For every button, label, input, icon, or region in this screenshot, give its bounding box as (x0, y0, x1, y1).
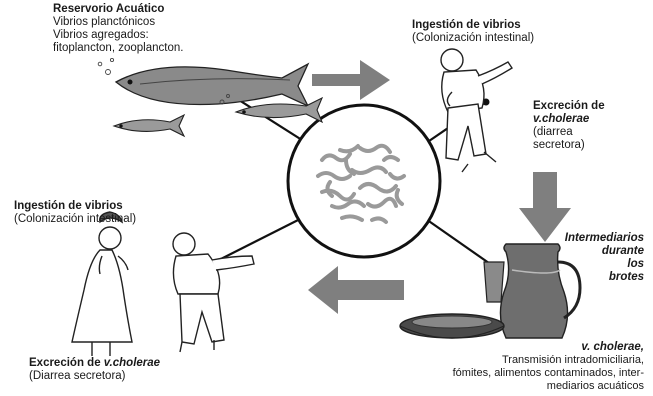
sick-woman-icon (71, 211, 133, 356)
excretion-left-title: Excreción de v.cholerae (29, 357, 160, 370)
sick-man-top-icon (440, 48, 513, 173)
arrow-left-icon (308, 266, 404, 314)
arrow-right-icon (312, 60, 390, 100)
vibrio-cluster-icon (316, 143, 406, 224)
excretion-left-species: v.cholerae (103, 357, 161, 369)
excretion-right-line-2: secretora) (533, 139, 585, 151)
transmission-block: v. cholerae, Transmisión intradomiciliar… (330, 341, 644, 393)
sardine-small-right-icon (234, 96, 324, 124)
bacteria-circle (286, 103, 442, 259)
ingestion-top-title: Ingestión de vibrios (412, 19, 521, 31)
arrow-down-icon (519, 172, 571, 242)
excretion-left-subtitle: (Diarrea secretora) (29, 370, 126, 382)
sardine-small-left-icon (112, 113, 186, 138)
excretion-right-title: Excreción de (533, 100, 605, 112)
intermediaries-block: Intermediarios durante los brotes (500, 232, 644, 284)
transmission-line-1: Transmisión intradomiciliaria, (501, 354, 644, 366)
sick-man-left-icon (172, 232, 255, 353)
transmission-line-2: fómites, alimentos contaminados, inter- (452, 367, 644, 379)
reservoir-line-3: fitoplancton, zooplancton. (53, 42, 184, 54)
intermediaries-line-2: durante (601, 245, 644, 257)
transmission-species: v. cholerae, (581, 341, 644, 353)
excretion-right-line-1: (diarrea (533, 126, 573, 138)
excretion-right-species: v.cholerae (533, 113, 590, 125)
ingestion-left-title: Ingestión de vibrios (14, 200, 123, 212)
intermediaries-line-1: Intermediarios (564, 232, 644, 244)
food-plate-icon (399, 313, 505, 339)
excretion-left-label: Excreción de (29, 357, 104, 369)
reservoir-line-1: Vibrios planctónicos (53, 16, 156, 28)
water-glass-icon (483, 261, 505, 303)
sardine-large-icon (114, 62, 310, 108)
intermediaries-line-4: brotes (608, 271, 644, 283)
transmission-line-3: mediarios acuáticos (546, 380, 644, 392)
ingestion-left-subtitle: (Colonización intestinal) (14, 213, 137, 225)
reservoir-line-2: Vibrios agregados: (53, 29, 149, 41)
bubbles-icon (97, 57, 230, 105)
reservoir-title: Reservorio Acuático (53, 3, 165, 15)
water-jug-icon (499, 243, 582, 339)
intermediaries-line-3: los (627, 258, 644, 270)
ingestion-top-subtitle: (Colonización intestinal) (412, 32, 535, 44)
